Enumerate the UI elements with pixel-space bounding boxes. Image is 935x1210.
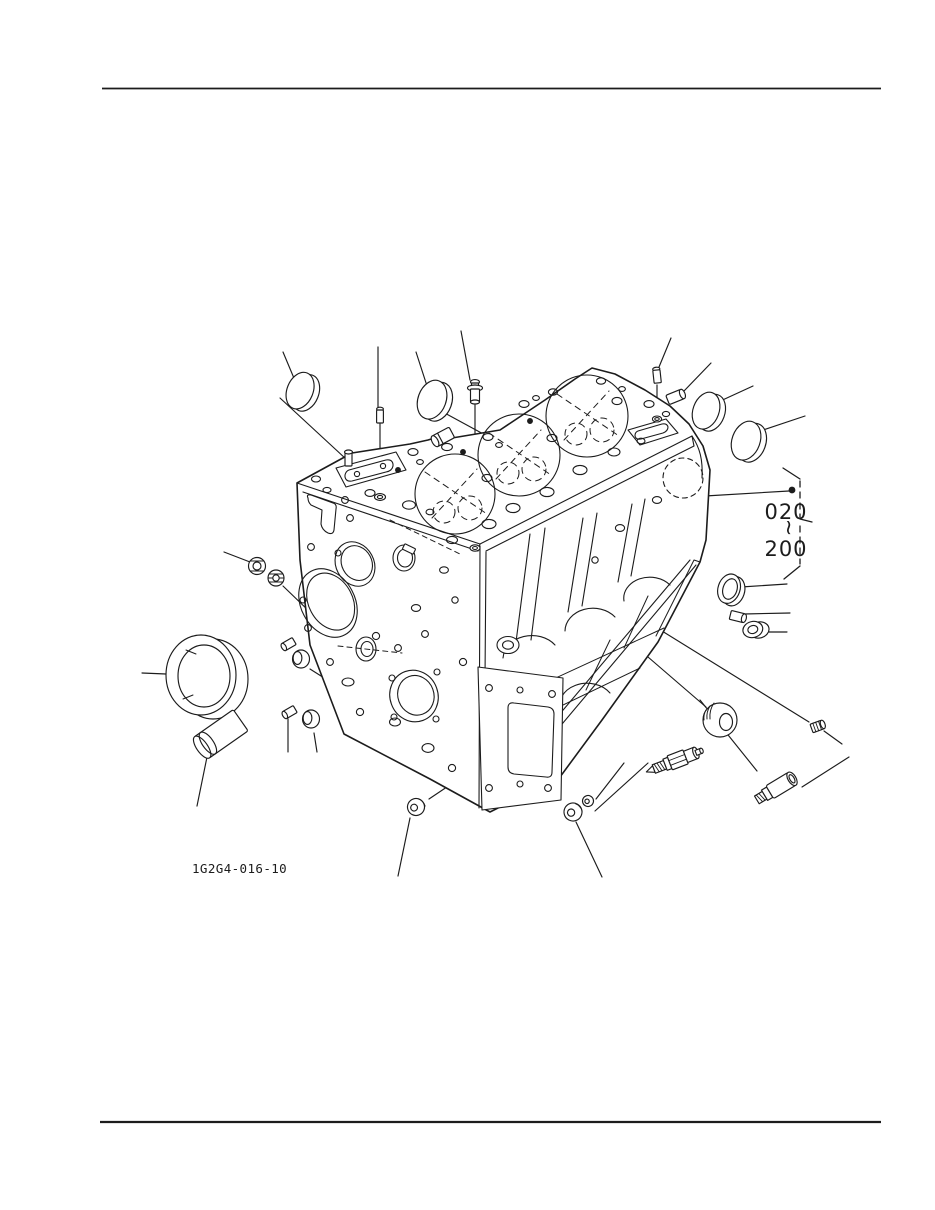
figure-code: 1G2G4-016-10 <box>192 861 287 876</box>
grooved-nut-left <box>267 569 285 587</box>
grooved-plug-large <box>702 702 738 738</box>
threaded-plug-right <box>742 620 770 639</box>
cylindrical-bushing <box>192 709 248 759</box>
bottom-plug-small <box>581 794 595 808</box>
expansion-plug-1 <box>285 371 321 412</box>
pin-upper <box>280 637 297 652</box>
crankcase-details <box>477 496 697 811</box>
cup-plug-lower <box>301 709 321 729</box>
deck-boss-left <box>335 451 407 488</box>
cylinder-bores <box>414 374 629 535</box>
stud-long-left <box>376 406 384 424</box>
flywheel-bore-hidden <box>662 457 704 499</box>
small-plug-diag <box>809 719 826 734</box>
seal-ring <box>717 573 746 607</box>
deck-holes <box>310 377 671 545</box>
cylinder-plug-right <box>728 610 748 624</box>
cylinder-plug-topright <box>665 388 687 405</box>
ref-range-brace <box>782 467 813 580</box>
front-face-details <box>298 494 468 773</box>
leader-dot <box>788 486 796 494</box>
ref-range-label: 020 ~ 200 <box>764 467 813 580</box>
bottom-plug-right <box>563 802 583 822</box>
pin-lower <box>281 705 298 720</box>
cup-plug-upper <box>291 649 311 669</box>
expansion-plug-3 <box>691 391 727 432</box>
bearing-ring <box>165 634 249 720</box>
bottom-plug-left <box>406 797 426 817</box>
expansion-plug-2 <box>416 379 454 422</box>
stud-holes <box>373 415 663 552</box>
ref-range-separator: ~ <box>777 519 801 538</box>
ref-range-bottom: 200 <box>764 537 807 561</box>
stud-short <box>343 449 354 467</box>
callout-parts <box>165 366 826 822</box>
head-stud-center <box>466 379 484 405</box>
engine-block-drawing <box>296 367 711 813</box>
hex-plug-left <box>247 556 267 576</box>
oil-pressure-sensor <box>645 746 704 774</box>
screw-plug-deck <box>430 426 455 448</box>
threaded-fitting <box>753 771 798 805</box>
expansion-plug-4 <box>730 420 768 463</box>
stud-long-right <box>652 366 662 384</box>
